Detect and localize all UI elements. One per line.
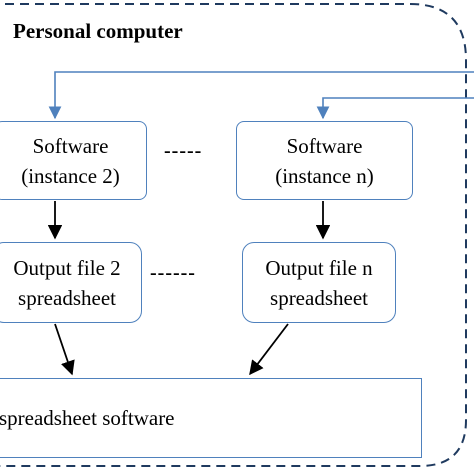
output-n-line1: Output file n	[265, 255, 373, 280]
container-border	[0, 3, 467, 467]
output-2-line1: Output file 2	[13, 255, 121, 280]
software-n-line1: Software	[286, 133, 363, 158]
arrow-outputn-spreadsheet	[249, 323, 289, 376]
feed-arrow-software-2	[48, 71, 474, 120]
software-instance-2-box: Software (instance 2)	[0, 121, 147, 200]
software-2-line2: (instance 2)	[21, 163, 120, 188]
software-n-line2: (instance n)	[275, 163, 374, 188]
output-n-line2: spreadsheet	[270, 285, 368, 310]
ellipsis-separator-software: -----	[164, 140, 203, 162]
software-instance-n-box: Software (instance n)	[236, 121, 413, 200]
ellipsis-separator-output: ------	[150, 262, 196, 284]
container-title: Personal computer	[13, 19, 183, 43]
output-file-n-box: Output file n spreadsheet	[242, 242, 396, 323]
output-file-2-box: Output file 2 spreadsheet	[0, 242, 142, 323]
software-2-line1: Software	[32, 133, 109, 158]
output-2-line2: spreadsheet	[18, 285, 116, 310]
feed-arrow-software-n	[316, 97, 474, 120]
spreadsheet-software-box: spreadsheet software	[0, 378, 422, 458]
spreadsheet-software-label: spreadsheet software	[0, 406, 175, 430]
arrow-output2-spreadsheet	[54, 323, 75, 376]
